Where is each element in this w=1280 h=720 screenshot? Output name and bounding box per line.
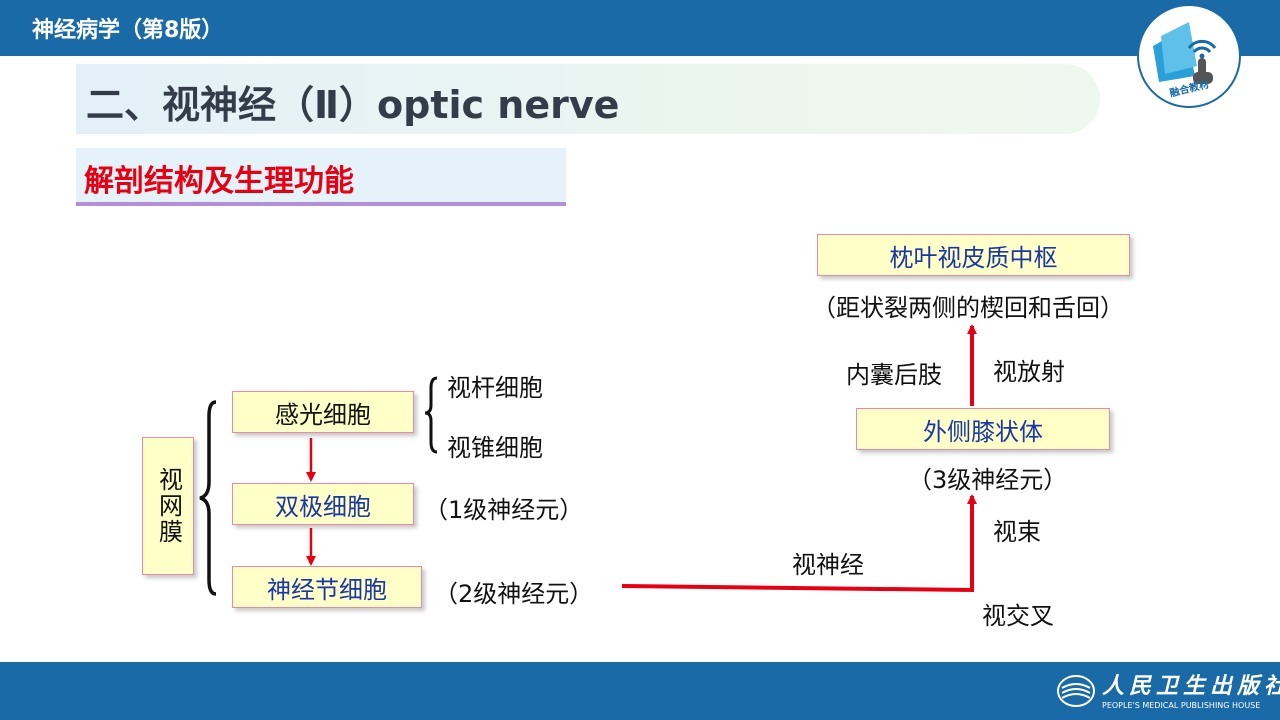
photoreceptor-box: 感光细胞	[232, 391, 414, 433]
lgn-neuron-note: （3级神经元）	[908, 466, 1068, 494]
fusion-textbook-badge: 融合教材	[1137, 4, 1241, 108]
rods-label: 视杆细胞	[447, 374, 543, 402]
footer-bar: 人民卫生出版社 PEOPLE'S MEDICAL PUBLISHING HOUS…	[0, 662, 1280, 720]
cortex-label: 枕叶视皮质中枢	[889, 243, 1058, 272]
header-bar: 神经病学（第8版）	[0, 0, 1280, 56]
bipolar-label: 双极细胞	[275, 492, 371, 521]
section-title: 二、视神经（Ⅱ）optic nerve	[86, 83, 620, 127]
hand-touch-icon	[1153, 22, 1217, 84]
retina-box: 视网膜	[142, 437, 194, 575]
publisher-logo-icon	[1057, 675, 1095, 707]
publisher-name-en: PEOPLE'S MEDICAL PUBLISHING HOUSE	[1102, 701, 1261, 710]
subsection-title: 解剖结构及生理功能	[84, 164, 354, 199]
cones-label: 视锥细胞	[447, 434, 543, 462]
lgn-box: 外侧膝状体	[856, 408, 1110, 450]
bipolar-neuron-note: （1级神经元）	[424, 496, 584, 524]
optic-nerve-path	[621, 494, 977, 593]
photoreceptor-brace	[424, 376, 438, 454]
section-heading-bar: 二、视神经（Ⅱ）optic nerve	[76, 64, 1100, 134]
optic-nerve-label: 视神经	[792, 551, 864, 579]
optic-radiation-label: 视放射	[993, 358, 1065, 386]
photoreceptor-label: 感光细胞	[275, 400, 371, 429]
optic-chiasm-label: 视交叉	[982, 602, 1054, 630]
publisher-name-cn: 人民卫生出版社	[1102, 673, 1280, 699]
retina-brace	[199, 400, 217, 596]
retina-label: 视网膜	[154, 467, 183, 545]
subsection-heading-bar: 解剖结构及生理功能	[76, 148, 566, 206]
lgn-label: 外侧膝状体	[923, 417, 1043, 446]
cortex-box: 枕叶视皮质中枢	[817, 234, 1130, 276]
internal-capsule-label: 内囊后肢	[846, 361, 942, 389]
ganglion-label: 神经节细胞	[267, 575, 387, 604]
book-title: 神经病学（第8版）	[32, 18, 224, 43]
optic-tract-label: 视束	[993, 518, 1041, 546]
bipolar-box: 双极细胞	[232, 483, 414, 525]
cortex-note: （距状裂两侧的楔回和舌回）	[812, 294, 1124, 322]
ganglion-box: 神经节细胞	[232, 566, 422, 608]
ganglion-neuron-note: （2级神经元）	[434, 580, 594, 608]
